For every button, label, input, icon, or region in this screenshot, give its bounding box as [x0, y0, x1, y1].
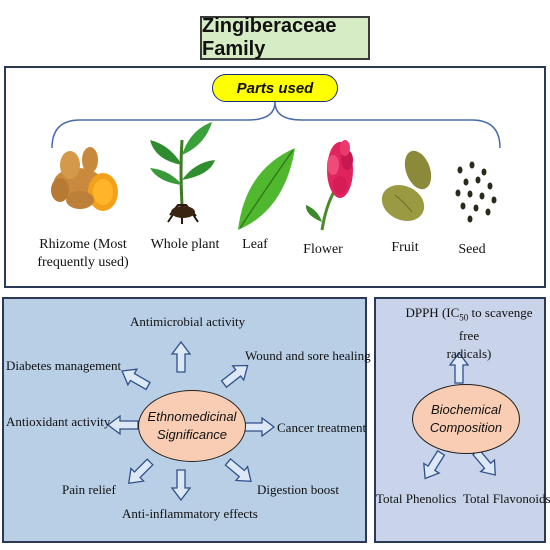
arrow-cancer: [243, 417, 275, 437]
activity-cancer: Cancer treatment: [277, 420, 367, 435]
part-label-flower: Flower: [303, 242, 343, 257]
part-label-leaf: Leaf: [242, 237, 268, 252]
arrow-antimicrobial: [171, 341, 191, 373]
activity-antioxidant: Antioxidant activity: [6, 414, 111, 429]
parts-used-pill: Parts used: [212, 74, 338, 102]
activity-wound: Wound and sore healing: [245, 348, 371, 363]
seed-illustration: [455, 161, 497, 223]
part-label-fruit: Fruit: [391, 240, 419, 255]
ethnomedicinal-center: Ethnomedicinal Significance: [138, 390, 246, 462]
part-label-rhizome: Rhizome (Most frequently used): [37, 237, 129, 270]
title-box: Zingiberaceae Family: [200, 15, 370, 60]
part-label-seed: Seed: [458, 242, 486, 257]
arrow-anti-inflammatory: [171, 469, 191, 501]
activity-pain: Pain relief: [62, 482, 116, 497]
total-phenolics-label: Total Phenolics: [376, 491, 457, 506]
rhizome-illustration: [51, 147, 118, 211]
parts-used-heading: Parts used: [236, 79, 314, 97]
fruit-illustration: [381, 150, 432, 221]
arrow-antioxidant: [107, 415, 139, 435]
arrow-pain: [121, 454, 158, 491]
activity-anti-inflammatory: Anti-inflammatory effects: [122, 506, 258, 521]
bracket-line: [51, 101, 501, 149]
activity-antimicrobial: Antimicrobial activity: [130, 314, 246, 329]
dpph-label: DPPH (IC50 to scavenge free radicals): [405, 305, 533, 361]
biochemical-center: Biochemical Composition: [412, 384, 520, 454]
whole-plant-illustration: [150, 122, 215, 224]
arrow-digestion: [221, 454, 258, 489]
activity-diabetes: Diabetes management: [6, 358, 122, 373]
flower-illustration: [305, 140, 353, 231]
part-label-whole-plant: Whole plant: [150, 237, 220, 252]
total-flavonoids-label: Total Flavonoids: [463, 491, 550, 506]
leaf-illustration: [238, 148, 295, 230]
arrow-diabetes: [116, 362, 154, 395]
activity-digestion: Digestion boost: [257, 482, 339, 497]
diagram-title: Zingiberaceae Family: [202, 15, 337, 60]
arrow-phenolics: [416, 447, 450, 484]
